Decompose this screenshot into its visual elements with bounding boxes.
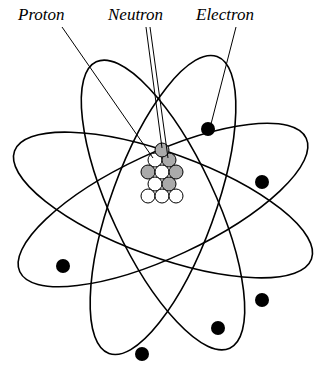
electron-dot: [255, 175, 269, 189]
electron-dot: [56, 259, 70, 273]
orbit: [60, 39, 266, 366]
nucleon: [169, 189, 183, 203]
leader-line: [146, 27, 162, 148]
electrons: [56, 122, 269, 361]
nucleus: [141, 143, 183, 203]
electron-dot: [211, 321, 225, 335]
electron-dot: [255, 293, 269, 307]
electron-dot: [201, 122, 215, 136]
nucleon: [155, 189, 169, 203]
part-label: Electron: [196, 6, 254, 23]
leader-lines: [62, 27, 236, 158]
electron-dot: [135, 347, 149, 361]
part-label: Neutron: [108, 6, 163, 23]
leader-line: [62, 27, 153, 158]
orbits: [0, 39, 325, 366]
part-label: Proton: [18, 6, 65, 23]
leader-line: [150, 27, 168, 158]
nucleon: [141, 189, 155, 203]
leader-line: [211, 27, 236, 124]
orbit: [0, 102, 325, 308]
orbit: [0, 91, 325, 319]
